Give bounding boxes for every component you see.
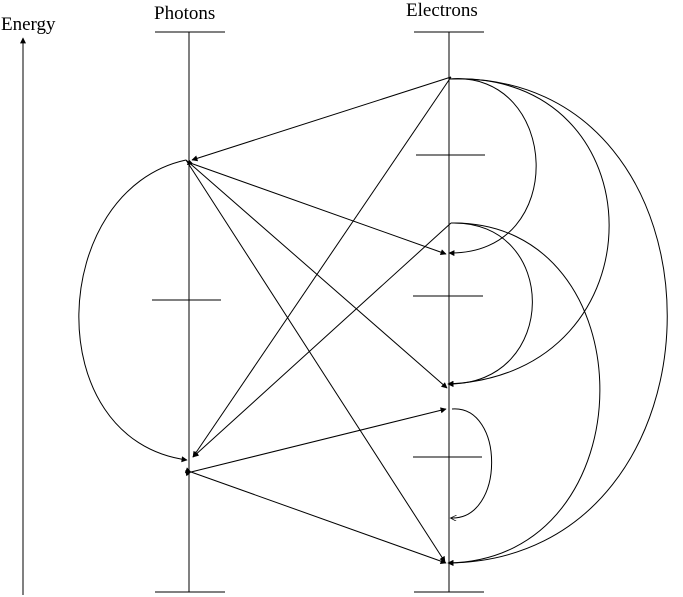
electron-loop-top-to-level3 bbox=[447, 78, 610, 387]
electron-loop-top-to-level2 bbox=[448, 78, 537, 257]
energy-axis-label: Energy bbox=[1, 14, 56, 35]
electron-loop-level2-to-bottom bbox=[447, 222, 601, 566]
transition-e-top-to-photon-upper bbox=[191, 76, 452, 162]
transition-e-level2-to-photon-lower bbox=[192, 222, 452, 458]
electrons-column-label: Electrons bbox=[406, 0, 478, 21]
transition-photon-upper-e-level2 bbox=[186, 159, 447, 256]
transition-photon-upper-to-e-level3 bbox=[185, 159, 448, 389]
transition-photon-lower-to-e-level4 bbox=[185, 407, 447, 477]
electron-loop-top-to-bottom bbox=[447, 78, 668, 566]
transition-photon-upper-to-e-bottom bbox=[185, 159, 446, 563]
electron-loop-level2-to-level3 bbox=[447, 222, 533, 388]
transition-photon-lower-e-bottom bbox=[184, 467, 447, 565]
photons-column-label: Photons bbox=[154, 3, 216, 24]
transition-e-top-to-photon-lower bbox=[192, 76, 452, 458]
photon-loop-arc bbox=[78, 159, 188, 463]
electron-loop-level4-small bbox=[451, 408, 492, 518]
